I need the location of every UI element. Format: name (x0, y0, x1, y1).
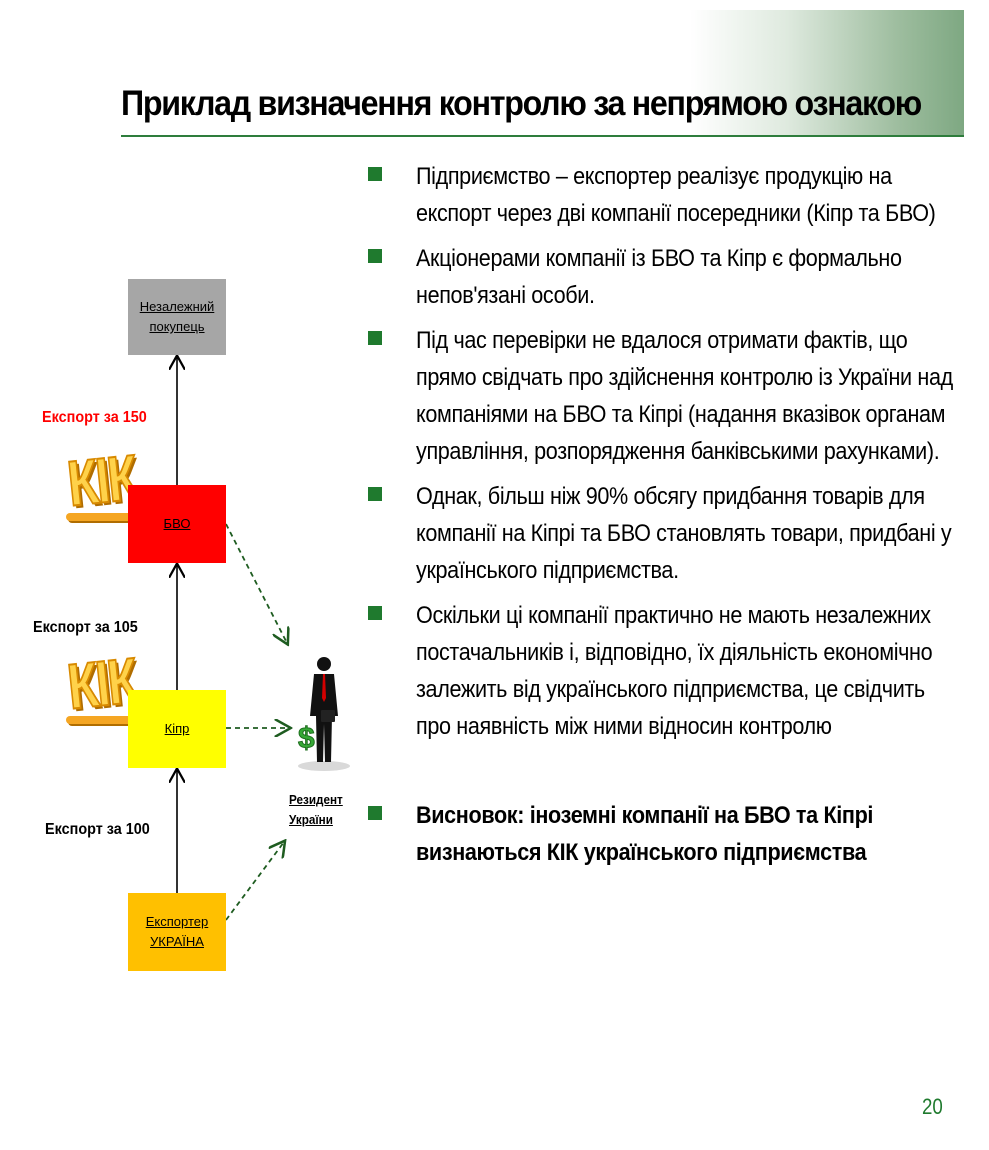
svg-text:$: $ (298, 722, 315, 755)
title-divider (121, 135, 964, 137)
node-resident-ukraine: Резидент України (289, 790, 343, 830)
resident-line-2: України (289, 812, 333, 827)
bullet-item: Оскільки ці компанії практично не мають … (368, 597, 968, 745)
kik-underline-1 (66, 513, 148, 521)
bullet-item: Однак, більш ніж 90% обсягу придбання то… (368, 478, 968, 589)
node-bvo: БВО (128, 485, 226, 563)
exporter-line-1: Експортер (145, 914, 209, 929)
bullet-item: Під час перевірки не вдалося отримати фа… (368, 322, 968, 470)
bullet-square-icon (368, 806, 382, 820)
label-export-150: Експорт за 150 (42, 409, 147, 426)
bullet-text: Однак, більш ніж 90% обсягу придбання то… (416, 483, 952, 584)
bullet-square-icon (368, 487, 382, 501)
bvo-label: БВО (163, 516, 191, 531)
node-exporter-ukraine: Експортер УКРАЇНА (128, 893, 226, 971)
bullet-square-icon (368, 167, 382, 181)
bullet-list: Підприємство – експортер реалізує продук… (368, 158, 968, 871)
kik-underline-2 (66, 716, 148, 724)
conclusion-item: Висновок: іноземні компанії на БВО та Кі… (368, 797, 968, 871)
conclusion-text: Висновок: іноземні компанії на БВО та Кі… (416, 802, 874, 866)
page-number: 20 (922, 1094, 943, 1119)
node-independent-buyer: Незалежний покупець (128, 279, 226, 355)
bullet-text: Під час перевірки не вдалося отримати фа… (416, 327, 953, 465)
arrow-bvo-to-resident (225, 523, 287, 643)
buyer-line-1: Незалежний (139, 299, 215, 314)
resident-line-1: Резидент (289, 792, 343, 807)
bullet-text: Підприємство – експортер реалізує продук… (416, 163, 936, 227)
node-cyprus: Кіпр (128, 690, 226, 768)
cyprus-label: Кіпр (164, 721, 190, 736)
bullet-square-icon (368, 331, 382, 345)
label-export-100: Експорт за 100 (45, 821, 150, 838)
slide-title: Приклад визначення контролю за непрямою … (121, 84, 922, 123)
bullet-text: Оскільки ці компанії практично не мають … (416, 602, 933, 740)
bullet-item: Підприємство – експортер реалізує продук… (368, 158, 968, 232)
exporter-line-2: УКРАЇНА (150, 934, 204, 949)
bullet-item: Акціонерами компанії із БВО та Кіпр є фо… (368, 240, 968, 314)
header-gradient (690, 10, 964, 136)
bullet-square-icon (368, 606, 382, 620)
bullet-text: Акціонерами компанії із БВО та Кіпр є фо… (416, 245, 902, 309)
businessman-dollar-icon: $ (298, 657, 350, 771)
buyer-line-2: покупець (149, 319, 205, 334)
label-export-105: Експорт за 105 (33, 619, 138, 636)
arrow-exporter-to-resident (225, 842, 284, 921)
bullet-square-icon (368, 249, 382, 263)
